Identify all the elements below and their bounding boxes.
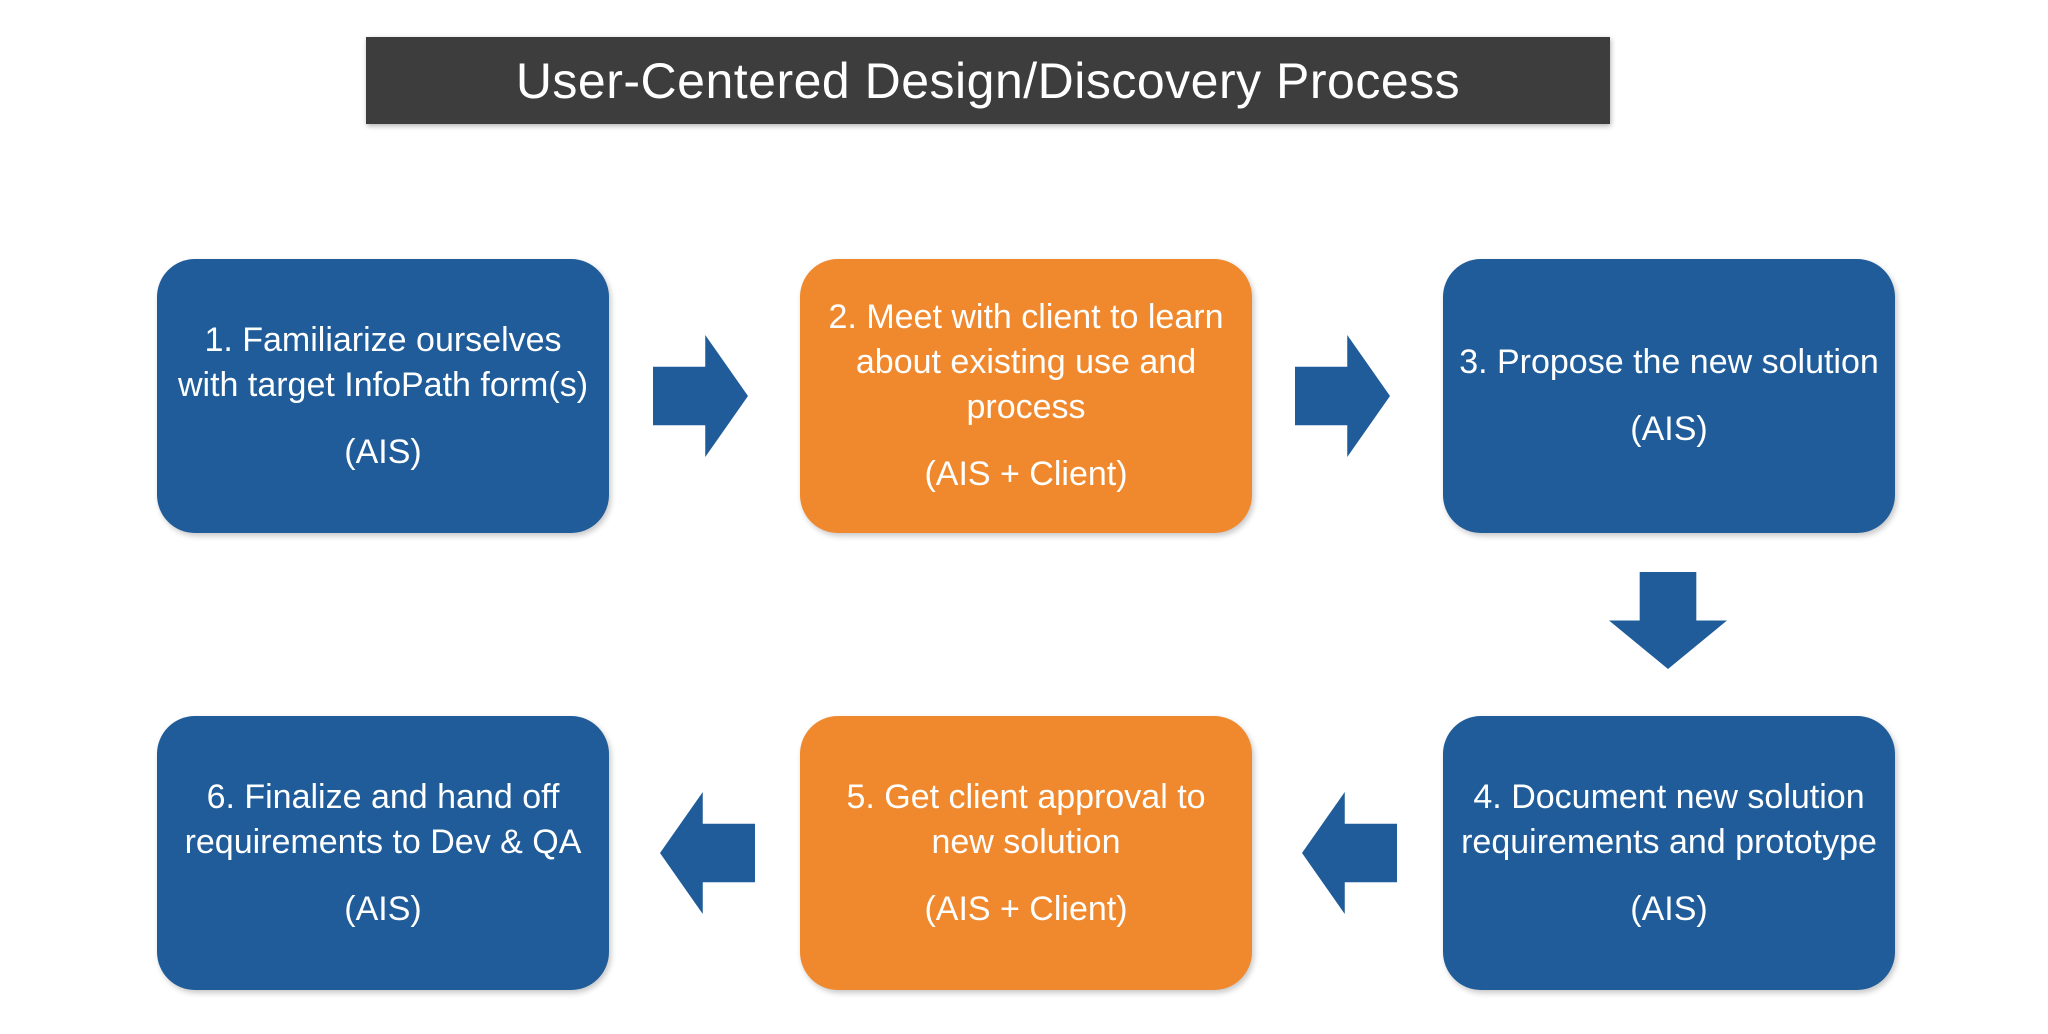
- step-label: 5. Get client approval to new solution: [846, 777, 1206, 861]
- step-box-6: 6. Finalize and hand off requirements to…: [157, 716, 609, 990]
- left-arrow-icon-4-5: [1302, 792, 1397, 914]
- step-box-2: 2. Meet with client to learn about exist…: [800, 259, 1252, 533]
- step-label: 4. Document new solution requirements an…: [1461, 777, 1877, 861]
- step-label: 6. Finalize and hand off requirements to…: [184, 777, 582, 861]
- right-arrow-icon-2-3: [1295, 335, 1390, 457]
- step-participants: (AIS): [1630, 410, 1708, 448]
- step-box-3: 3. Propose the new solution (AIS): [1443, 259, 1895, 533]
- step-participants: (AIS): [344, 889, 422, 928]
- step-participants: (AIS): [1630, 889, 1708, 928]
- step-participants: (AIS + Client): [924, 455, 1128, 493]
- step-box-5: 5. Get client approval to new solution (…: [800, 716, 1252, 990]
- step-participants: (AIS + Client): [924, 889, 1128, 928]
- step-label: 3. Propose the new solution: [1459, 343, 1879, 381]
- down-arrow-icon-3-4: [1609, 572, 1727, 669]
- step-label: 2. Meet with client to learn about exist…: [828, 298, 1224, 426]
- right-arrow-icon-1-2: [653, 335, 748, 457]
- left-arrow-icon-5-6: [660, 792, 755, 914]
- page-title: User-Centered Design/Discovery Process: [515, 52, 1461, 109]
- step-label: 1. Familiarize ourselves with target Inf…: [177, 320, 589, 404]
- step-participants: (AIS): [344, 432, 422, 471]
- step-box-4: 4. Document new solution requirements an…: [1443, 716, 1895, 990]
- step-box-1: 1. Familiarize ourselves with target Inf…: [157, 259, 609, 533]
- title-bar: User-Centered Design/Discovery Process: [366, 37, 1610, 124]
